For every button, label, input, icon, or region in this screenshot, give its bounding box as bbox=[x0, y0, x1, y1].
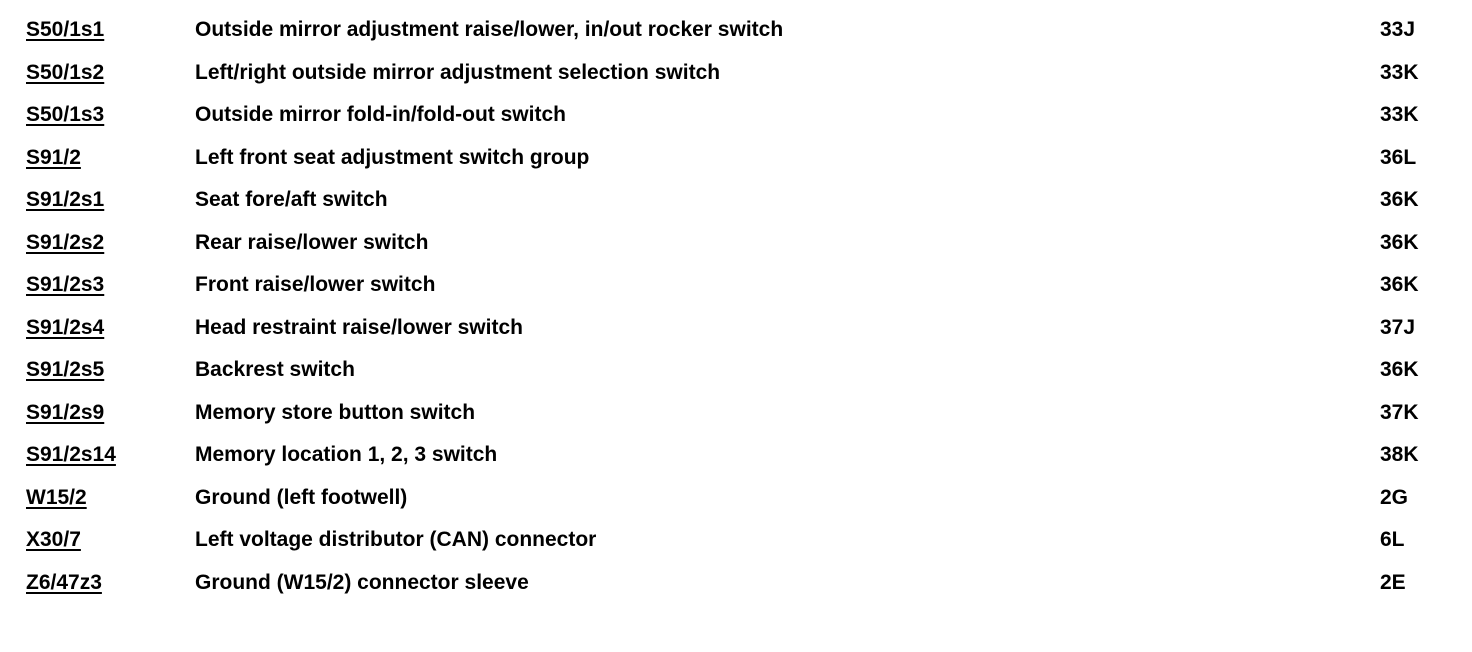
grid-reference: 36K bbox=[1380, 188, 1419, 212]
component-description: Left/right outside mirror adjustment sel… bbox=[195, 60, 721, 84]
legend-row: Z6/47z3 Ground (W15/2) connector sleeve … bbox=[0, 562, 1472, 605]
component-code-link[interactable]: S91/2s14 bbox=[26, 443, 116, 467]
grid-reference: 33J bbox=[1380, 18, 1416, 42]
component-code-link[interactable]: S50/1s3 bbox=[26, 103, 105, 127]
component-code-link[interactable]: S91/2 bbox=[26, 145, 81, 169]
grid-reference: 33K bbox=[1380, 103, 1419, 127]
grid-reference: 2G bbox=[1380, 485, 1409, 509]
legend-row: X30/7 Left voltage distributor (CAN) con… bbox=[0, 519, 1472, 562]
legend-row: W15/2 Ground (left footwell) 2G bbox=[0, 477, 1472, 520]
component-code-link[interactable]: S50/1s2 bbox=[26, 60, 105, 84]
component-description: Ground (left footwell) bbox=[195, 485, 408, 509]
component-code-link[interactable]: S50/1s1 bbox=[26, 18, 105, 42]
component-code-link[interactable]: W15/2 bbox=[26, 485, 87, 509]
component-code-link[interactable]: S91/2s2 bbox=[26, 230, 105, 254]
grid-reference: 36K bbox=[1380, 273, 1419, 297]
component-description: Memory location 1, 2, 3 switch bbox=[195, 443, 498, 467]
grid-reference: 2E bbox=[1380, 570, 1406, 594]
legend-row: S91/2s9 Memory store button switch 37K bbox=[0, 392, 1472, 435]
component-description: Outside mirror adjustment raise/lower, i… bbox=[195, 18, 784, 42]
grid-reference: 36L bbox=[1380, 145, 1417, 169]
component-code-link[interactable]: S91/2s9 bbox=[26, 400, 105, 424]
component-code-link[interactable]: S91/2s5 bbox=[26, 358, 105, 382]
component-code-link[interactable]: X30/7 bbox=[26, 528, 81, 552]
component-legend-table: S50/1s1 Outside mirror adjustment raise/… bbox=[0, 9, 1472, 605]
component-description: Ground (W15/2) connector sleeve bbox=[195, 570, 529, 594]
grid-reference: 36K bbox=[1380, 230, 1419, 254]
component-code-link[interactable]: S91/2s1 bbox=[26, 188, 105, 212]
grid-reference: 36K bbox=[1380, 358, 1419, 382]
component-description: Head restraint raise/lower switch bbox=[195, 315, 523, 339]
legend-row: S50/1s1 Outside mirror adjustment raise/… bbox=[0, 9, 1472, 52]
grid-reference: 33K bbox=[1380, 60, 1419, 84]
grid-reference: 37K bbox=[1380, 400, 1419, 424]
legend-row: S91/2s3 Front raise/lower switch 36K bbox=[0, 264, 1472, 307]
legend-row: S91/2s1 Seat fore/aft switch 36K bbox=[0, 179, 1472, 222]
legend-row: S91/2s5 Backrest switch 36K bbox=[0, 349, 1472, 392]
component-code-link[interactable]: S91/2s4 bbox=[26, 315, 105, 339]
component-description: Backrest switch bbox=[195, 358, 355, 382]
component-code-link[interactable]: S91/2s3 bbox=[26, 273, 105, 297]
component-description: Left front seat adjustment switch group bbox=[195, 145, 590, 169]
legend-row: S91/2 Left front seat adjustment switch … bbox=[0, 137, 1472, 180]
legend-row: S91/2s2 Rear raise/lower switch 36K bbox=[0, 222, 1472, 265]
component-code-link[interactable]: Z6/47z3 bbox=[26, 570, 102, 594]
component-description: Front raise/lower switch bbox=[195, 273, 436, 297]
grid-reference: 37J bbox=[1380, 315, 1416, 339]
component-description: Rear raise/lower switch bbox=[195, 230, 429, 254]
grid-reference: 6L bbox=[1380, 528, 1405, 552]
component-description: Left voltage distributor (CAN) connector bbox=[195, 528, 597, 552]
legend-row: S50/1s3 Outside mirror fold-in/fold-out … bbox=[0, 94, 1472, 137]
component-description: Memory store button switch bbox=[195, 400, 476, 424]
legend-row: S50/1s2 Left/right outside mirror adjust… bbox=[0, 52, 1472, 95]
legend-row: S91/2s4 Head restraint raise/lower switc… bbox=[0, 307, 1472, 350]
legend-row: S91/2s14 Memory location 1, 2, 3 switch … bbox=[0, 434, 1472, 477]
component-description: Seat fore/aft switch bbox=[195, 188, 388, 212]
component-description: Outside mirror fold-in/fold-out switch bbox=[195, 103, 566, 127]
grid-reference: 38K bbox=[1380, 443, 1419, 467]
